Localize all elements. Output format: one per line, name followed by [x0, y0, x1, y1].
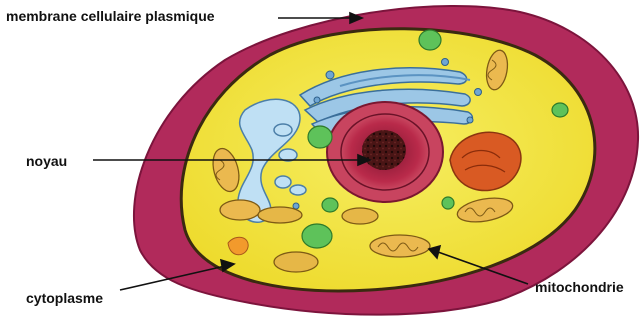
label-cytoplasme: cytoplasme	[26, 290, 103, 306]
nucleolus	[362, 130, 406, 170]
label-membrane: membrane cellulaire plasmique	[6, 8, 215, 24]
label-noyau: noyau	[26, 153, 67, 169]
label-mitochondrie: mitochondrie	[535, 279, 624, 295]
